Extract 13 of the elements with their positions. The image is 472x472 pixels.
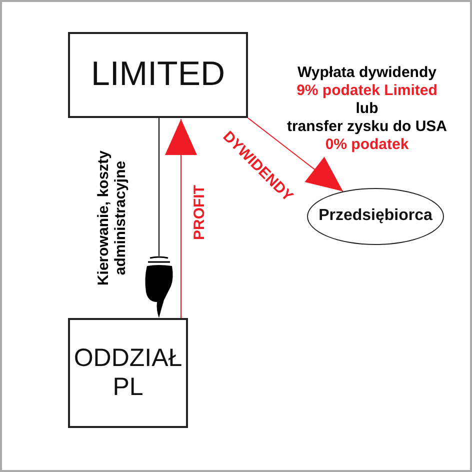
- note-text: transfer zysku do USA: [286, 118, 448, 135]
- process-box: [68, 318, 188, 428]
- edge-label: PROFIT: [190, 184, 208, 240]
- note-text: Wypłata dywidendy: [296, 64, 438, 81]
- note-text: lub: [354, 100, 380, 117]
- node-label: LIMITED: [90, 55, 226, 95]
- node-label: ODDZIAŁ PL: [72, 344, 184, 402]
- node-label: Przedsiębiorca: [318, 207, 432, 226]
- process-box: [68, 32, 248, 118]
- edge-label: Kierowanie, koszty administracyjne: [95, 149, 129, 288]
- note-text: 0% podatek: [324, 136, 410, 153]
- note-text: 9% podatek Limited: [296, 82, 438, 99]
- pointing-hand-icon: [144, 256, 174, 318]
